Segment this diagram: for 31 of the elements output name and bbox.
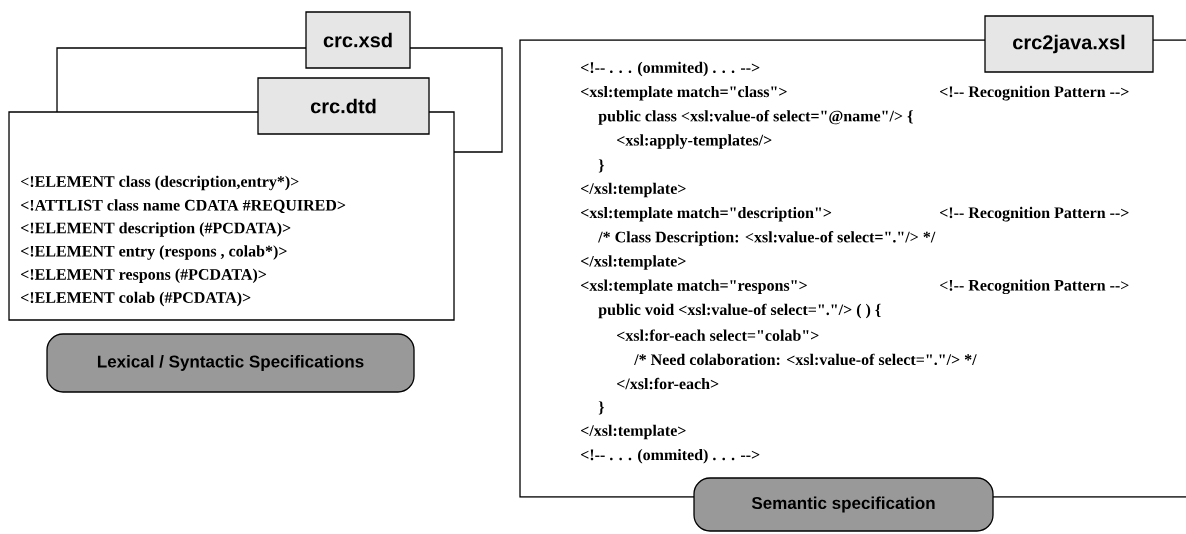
code-line: </xsl:for-each> (617, 377, 719, 390)
code-comment: <!-- Recognition Pattern --> (940, 206, 1129, 222)
specification-label: Semantic specification (693, 477, 994, 532)
file-tab: crc2java.xsl (984, 15, 1154, 73)
code-line: <!ATTLIST class name CDATA #REQUIRED> (21, 199, 346, 214)
code-line: <xsl:template match="description"> (581, 206, 832, 222)
code-line: <!-- . . . (ommited) . . . --> (581, 61, 760, 77)
code-line: <!ELEMENT respons (#PCDATA)> (21, 268, 266, 284)
code-line: <!ELEMENT colab (#PCDATA)> (21, 291, 251, 307)
file-tab: crc.dtd (257, 77, 430, 135)
code-line: <xsl:apply-templates/> (617, 134, 772, 149)
code-line: <!ELEMENT class (description,entry*)> (21, 175, 299, 191)
code-line: /* Class Description: <xsl:value-of select="."/> */ (598, 231, 936, 246)
specification-label: Lexical / Syntactic Specifications (46, 333, 415, 393)
code-line: /* Need colaboration: <xsl:value-of select="."/> */ (634, 353, 977, 366)
code-line: public void <xsl:value-of select="."/> ( ) { (598, 303, 881, 319)
code-line: <!ELEMENT entry (respons , colab*)> (21, 245, 287, 260)
code-comment: <!-- Recognition Pattern --> (940, 279, 1129, 295)
code-line: <!-- . . . (ommited) . . . --> (581, 448, 760, 464)
code-line: <!ELEMENT description (#PCDATA)> (21, 222, 291, 237)
code-line: <xsl:template match="class"> (581, 85, 787, 101)
code-line: <xsl:for-each select="colab"> (617, 329, 819, 341)
file-tab: crc.xsd (305, 11, 411, 69)
code-line: } (598, 401, 604, 415)
code-line: public class <xsl:value-of select="@name"/> { (598, 110, 913, 125)
code-line: } (598, 159, 604, 173)
code-comment: <!-- Recognition Pattern --> (940, 85, 1129, 101)
code-line: </xsl:template> (581, 424, 686, 440)
code-line: </xsl:template> (581, 182, 686, 198)
code-line: </xsl:template> (581, 255, 686, 270)
code-line: <xsl:template match="respons"> (581, 279, 807, 295)
